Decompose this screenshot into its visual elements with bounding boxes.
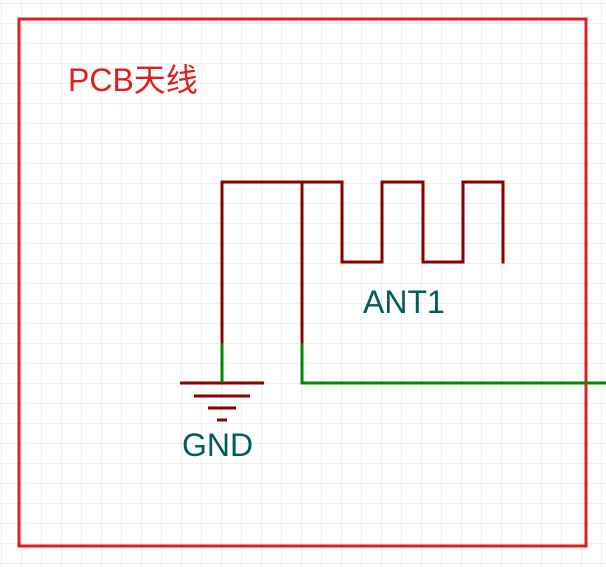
feed-wire[interactable] — [300, 343, 606, 385]
antenna-symbol[interactable] — [220, 180, 505, 345]
antenna-meander-trace — [300, 180, 505, 264]
component-designator[interactable]: ANT1 — [363, 284, 445, 320]
sheet-frame — [17, 17, 588, 548]
diagram-title: PCB天线 — [68, 62, 198, 98]
ground-net-label[interactable]: GND — [182, 427, 254, 463]
antenna-ground-leg — [220, 180, 304, 345]
